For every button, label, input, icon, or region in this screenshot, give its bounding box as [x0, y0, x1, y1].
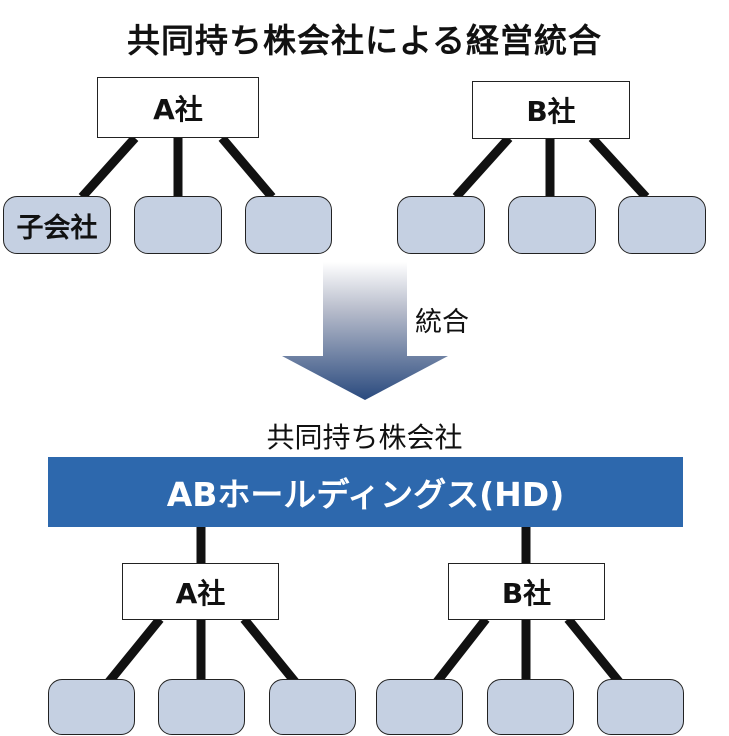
- company-b-box-after: B社: [448, 563, 605, 620]
- subsidiary-box: [376, 679, 463, 735]
- connector-line: [432, 616, 490, 686]
- company-a-box-after: A社: [122, 563, 279, 620]
- company-b-box-before: B社: [472, 81, 630, 139]
- down-arrow-icon: [282, 262, 448, 400]
- subsidiary-box: [618, 196, 706, 254]
- connector-line: [240, 616, 300, 686]
- subsidiary-box: 子会社: [3, 196, 111, 254]
- subsidiary-box: [134, 196, 222, 254]
- company-a-box-before: A社: [97, 77, 259, 138]
- diagram-title: 共同持ち株会社による経営統合: [126, 21, 602, 60]
- connector-line: [218, 135, 276, 200]
- subsidiary-box: [487, 679, 574, 735]
- holding-company-caption: 共同持ち株会社: [266, 421, 463, 454]
- subsidiary-box: [508, 196, 596, 254]
- connector-line: [564, 616, 624, 686]
- connector-line: [78, 134, 139, 201]
- connector-line: [588, 134, 650, 201]
- subsidiary-box: [269, 679, 356, 735]
- holding-company-bar: ABホールディングス(HD): [48, 457, 683, 527]
- merge-label: 統合: [415, 307, 469, 338]
- subsidiary-box: [245, 196, 332, 254]
- subsidiary-box: [48, 679, 135, 735]
- connector-line: [104, 616, 164, 686]
- subsidiary-box: [158, 679, 245, 735]
- connector-line: [452, 134, 513, 201]
- subsidiary-box: [597, 679, 684, 735]
- subsidiary-box: [397, 196, 485, 254]
